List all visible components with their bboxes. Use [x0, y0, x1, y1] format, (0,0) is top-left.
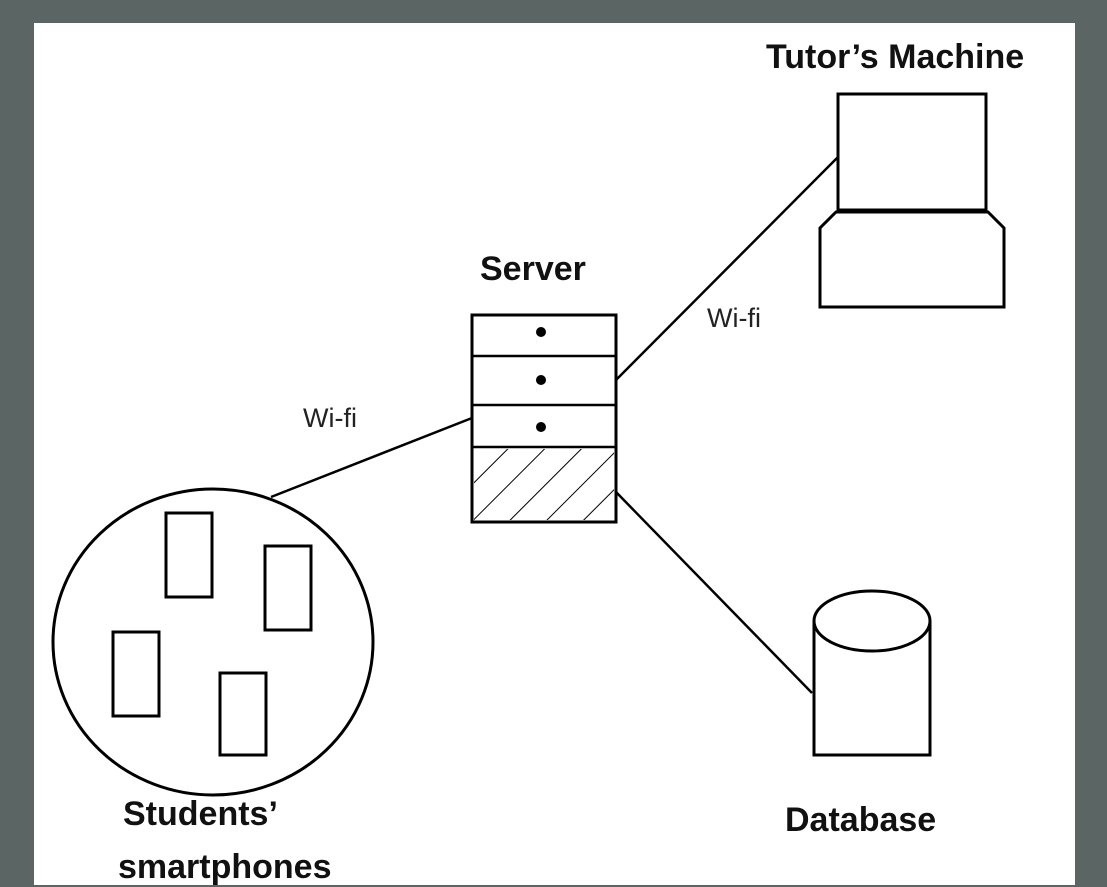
database-icon: [812, 589, 932, 757]
connector-students-server: [270, 416, 473, 499]
edge-label-students-server: Wi-fi: [303, 403, 357, 433]
server-label: Server: [480, 250, 586, 288]
tutor-machine-label: Tutor’s Machine: [766, 38, 1025, 76]
connector-server-database: [615, 491, 813, 694]
edge-label-server-tutor: Wi-fi: [707, 303, 761, 333]
database-label: Database: [785, 801, 937, 839]
connector-server-tutor: [615, 156, 839, 381]
students-label-line1: Students’: [123, 795, 278, 833]
smartphones-group-icon: [51, 487, 375, 797]
students-label-line2: smartphones: [118, 848, 332, 886]
server-icon: [470, 313, 618, 524]
computer-icon: [818, 92, 1006, 309]
